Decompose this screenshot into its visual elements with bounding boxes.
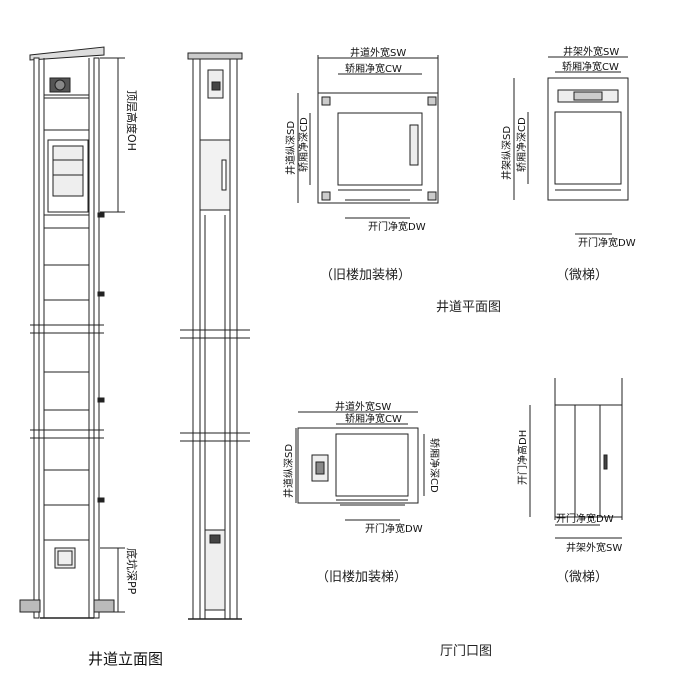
plan-micro-car-width: 轿厢净宽CW: [562, 60, 619, 73]
plan-micro-frame-width: 井架外宽SW: [563, 45, 619, 58]
plan-micro-frame-depth: 井架纵深SD: [500, 126, 513, 180]
door-old-car-depth: 轿厢净深CD: [428, 438, 441, 493]
plan-micro-door-width: 开门净宽DW: [578, 236, 636, 249]
plan-old-caption: （旧楼加装梯）: [320, 268, 412, 283]
door-micro-frame-width: 井架外宽SW: [566, 541, 622, 554]
door-micro-door-width: 开门净宽DW: [556, 512, 614, 525]
pit-depth-label: 底坑深PP: [125, 548, 139, 595]
door-old-building: [295, 411, 425, 521]
plan-old-building: [297, 55, 439, 219]
door-old-shaft-depth: 井道纵深SD: [282, 444, 295, 498]
door-old-car-width: 轿厢净宽CW: [345, 412, 402, 425]
door-old-door-width: 开门净宽DW: [365, 522, 423, 535]
plan-old-car-depth: 轿厢净深CD: [297, 117, 310, 172]
plan-old-shaft-width: 井道外宽SW: [350, 46, 406, 59]
plan-section-title: 井道平面图: [436, 300, 502, 315]
ladder-rungs: [44, 227, 89, 541]
plan-old-car-width: 轿厢净宽CW: [345, 62, 402, 75]
plan-old-door-width: 开门净宽DW: [368, 220, 426, 233]
elevation-side-view: [180, 52, 250, 620]
top-height-label: 顶层高度OH: [125, 90, 139, 151]
hall-door-section-title: 厅门口图: [440, 644, 493, 659]
plan-old-shaft-depth: 井道纵深SD: [284, 121, 297, 175]
plan-micro: [513, 56, 629, 235]
elevation-front-view: [19, 46, 125, 619]
door-micro: [529, 378, 623, 539]
door-micro-caption: （微梯）: [556, 570, 609, 585]
plan-micro-caption: （微梯）: [556, 268, 609, 283]
door-old-shaft-width: 井道外宽SW: [335, 400, 391, 413]
elevation-section-title: 井道立面图: [88, 650, 164, 668]
door-old-caption: （旧楼加装梯）: [316, 570, 408, 585]
door-micro-door-height: 开门净高DH: [516, 430, 529, 485]
plan-micro-car-depth: 轿厢净深CD: [515, 117, 528, 172]
